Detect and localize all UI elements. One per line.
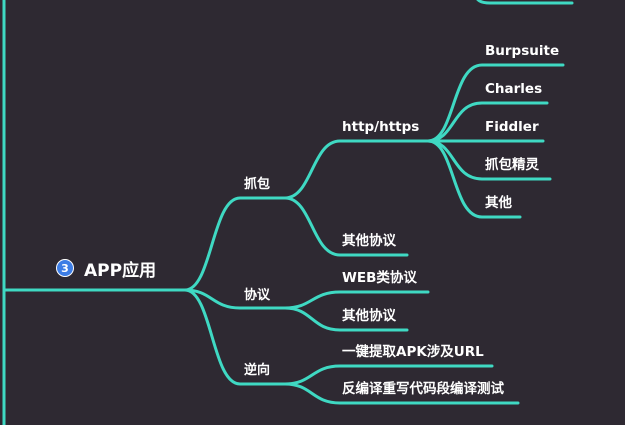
root-node[interactable]: 3 APP应用 <box>56 257 157 281</box>
node-apk-url[interactable]: 一键提取APK涉及URL <box>342 344 484 360</box>
node-tool-burpsuite[interactable]: Burpsuite <box>485 43 560 59</box>
node-tool-charles[interactable]: Charles <box>485 81 543 97</box>
node-http[interactable]: http/https <box>342 119 420 135</box>
connector-decompile <box>283 382 520 405</box>
connector-burpsuite <box>426 63 565 143</box>
node-tool-other[interactable]: 其他 <box>485 195 512 211</box>
node-web-protocol[interactable]: WEB类协议 <box>342 270 417 286</box>
node-reverse[interactable]: 逆向 <box>244 363 271 378</box>
number-badge: 3 <box>56 259 74 277</box>
connector-http <box>283 139 430 200</box>
node-protocol-other[interactable]: 其他协议 <box>342 308 396 324</box>
connector-protocol-other <box>283 306 409 332</box>
connector-charles <box>426 101 549 143</box>
node-decompile[interactable]: 反编译重写代码段编译测试 <box>342 381 504 397</box>
connector-capture-other <box>283 196 409 257</box>
node-tool-zhuabao[interactable]: 抓包精灵 <box>485 157 539 173</box>
top-remnant-branch <box>476 0 574 5</box>
connector-capture <box>183 196 287 292</box>
node-protocol[interactable]: 协议 <box>244 288 271 303</box>
node-capture[interactable]: 抓包 <box>244 177 271 192</box>
connector-reverse <box>183 288 287 386</box>
node-tool-fiddler[interactable]: Fiddler <box>485 119 539 135</box>
connector-qita <box>426 139 522 219</box>
connector-web <box>283 290 430 310</box>
connector-protocol <box>183 288 287 310</box>
node-capture-other[interactable]: 其他协议 <box>342 233 396 249</box>
root-title: APP应用 <box>84 260 157 281</box>
